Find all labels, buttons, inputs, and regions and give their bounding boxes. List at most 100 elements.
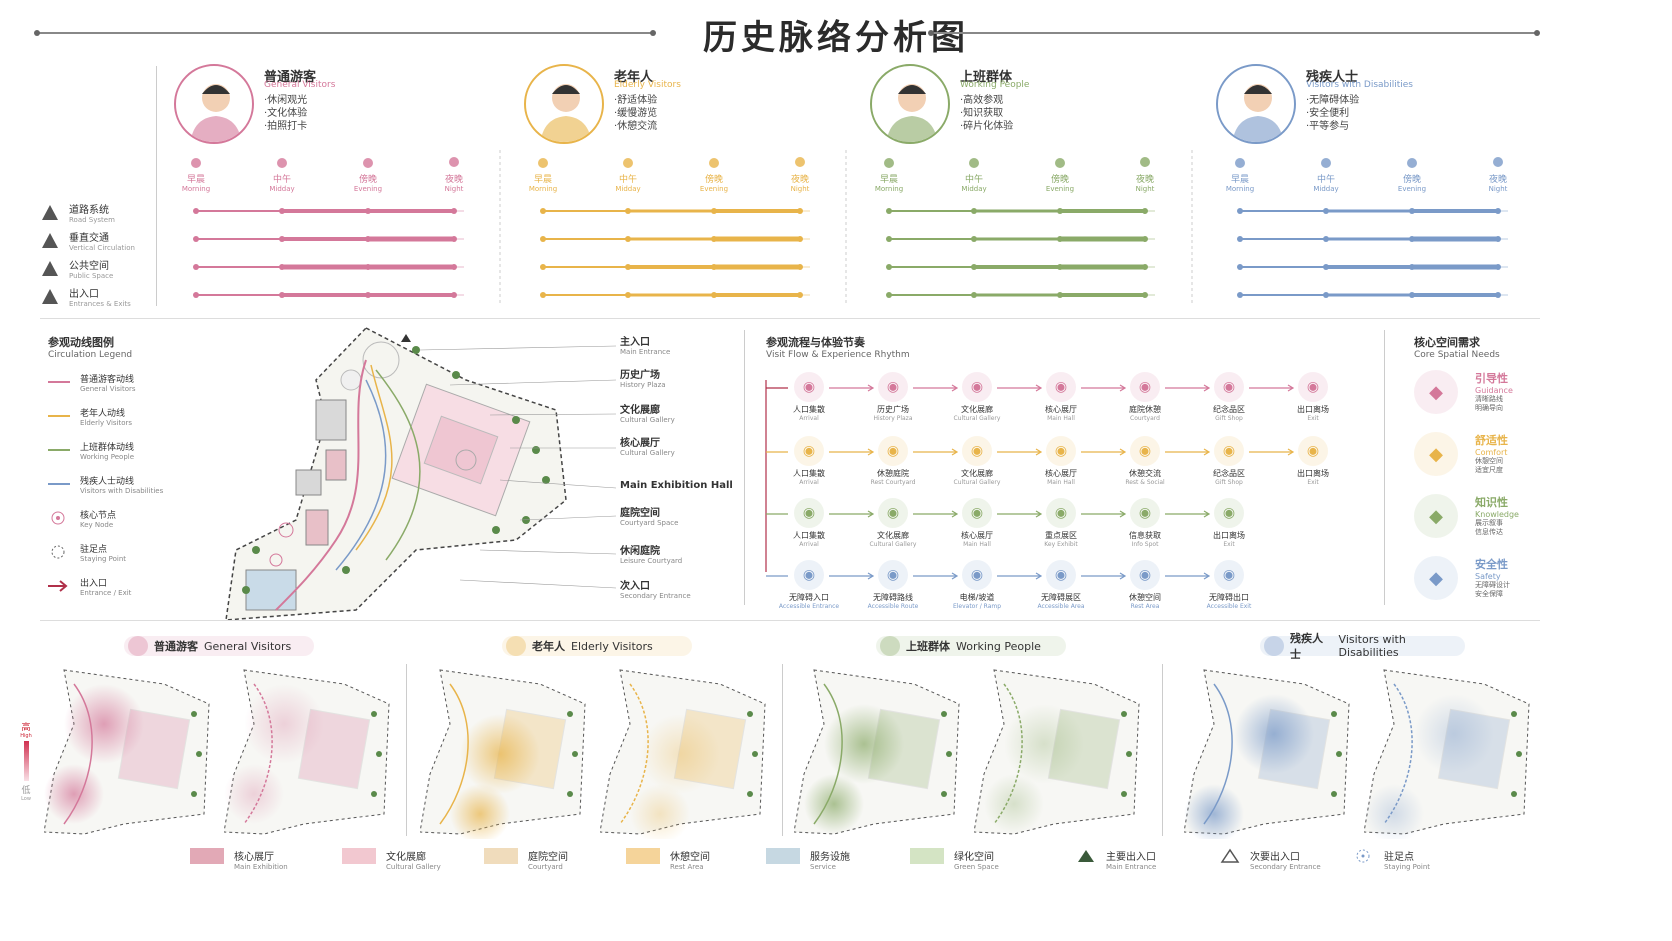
timeline-node-1-2-1 — [625, 264, 631, 270]
flow-arrow-3-0 — [829, 572, 875, 580]
flow-node-cn: 信息获取 — [1129, 531, 1161, 540]
time-en: Evening — [353, 185, 383, 193]
flow-node-cn: 文化展廊 — [961, 405, 993, 414]
flow-node-cn: 纪念品区 — [1213, 405, 1245, 414]
timeline-node-2-2-1 — [971, 264, 977, 270]
map-label-cn: 主入口 — [620, 337, 650, 348]
flow-arrow-2-4 — [1165, 510, 1211, 518]
time-cn: 傍晚 — [1402, 175, 1421, 185]
flow-arrow-2-3 — [1081, 510, 1127, 518]
flow-node-icon: ◉ — [1298, 436, 1328, 466]
flow-node-cn: 核心展厅 — [1045, 405, 1077, 414]
title-rule-left-dot — [34, 30, 40, 36]
timeline-node-3-2-0 — [1237, 264, 1243, 270]
flow-node-icon: ◉ — [1130, 498, 1160, 528]
flow-node-cn: 人口集散 — [793, 469, 825, 478]
heatmap-banner-en: Visitors with Disabilities — [1338, 633, 1406, 659]
need-cn: 引导性 — [1475, 372, 1508, 385]
legend-symbol-6 — [48, 578, 70, 592]
flow-node-icon: ◉ — [878, 436, 908, 466]
persona-need-3-1: ·安全便利 — [1306, 108, 1350, 119]
need-cn: 舒适性 — [1475, 434, 1508, 447]
timeline-node-0-3-3 — [451, 292, 457, 298]
flow-arrow-3-4 — [1165, 572, 1211, 580]
flow-arrow-0-3 — [1081, 384, 1127, 392]
flow-node-cn: 出口离场 — [1297, 405, 1329, 414]
flow-node-en: Gift Shop — [1215, 415, 1243, 422]
timeline-node-3-3-1 — [1323, 292, 1329, 298]
persona-need-2-1: ·知识获取 — [960, 108, 1004, 119]
bottom-legend-symbol-7 — [1220, 848, 1256, 866]
timeline-node-3-0-0 — [1237, 208, 1243, 214]
time-en: Night — [444, 185, 464, 193]
timeline-node-0-1-3 — [451, 236, 457, 242]
time-icon-2 — [1052, 154, 1068, 170]
timeline-node-2-1-0 — [886, 236, 892, 242]
timeline-node-1-2-2 — [711, 264, 717, 270]
heatmap-map-2-0 — [793, 664, 964, 839]
time-icon-0 — [188, 154, 204, 170]
persona-need-0-0: ·休闲观光 — [264, 95, 308, 106]
heatmap-map-1-0 — [419, 664, 590, 844]
need-desc: 适宜尺度 — [1475, 466, 1503, 474]
time-cn: 傍晚 — [358, 175, 377, 185]
heatmap-banner-cn: 残疾人士 — [1290, 632, 1323, 661]
bottom-legend-cn: 庭院空间 — [528, 852, 568, 863]
flow-node-en: Accessible Area — [1037, 603, 1085, 610]
timeline-node-3-1-1 — [1323, 236, 1329, 242]
flow-node-en: Arrival — [799, 479, 819, 486]
time-icon-0 — [881, 154, 897, 170]
flow-arrow-3-2 — [997, 572, 1043, 580]
time-icon-1 — [966, 154, 982, 170]
flow-arrow-3-3 — [1081, 572, 1127, 580]
flow-node-en: Elevator / Ramp — [952, 603, 1002, 610]
map-label-4: Main Exhibition Hall — [620, 480, 733, 491]
heatmap-banner-icon-2 — [880, 636, 900, 656]
time-cn: 早晨 — [533, 175, 552, 185]
row-label-en: Road System — [69, 216, 115, 224]
flow-arrow-1-5 — [1249, 448, 1295, 456]
flow-node-cn: 人口集散 — [793, 531, 825, 540]
need-desc: 无障碍设计 — [1475, 581, 1510, 589]
heatmap-banner-en: Elderly Visitors — [571, 639, 653, 653]
row-label-cn: 道路系统 — [69, 205, 109, 216]
time-icon-3 — [1490, 154, 1506, 170]
need-cn: 安全性 — [1475, 558, 1508, 571]
timeline-node-2-2-0 — [886, 264, 892, 270]
flow-node-en: Courtyard — [1130, 415, 1160, 422]
persona-need-3-0: ·无障碍体验 — [1306, 95, 1360, 106]
map-label-en: Secondary Entrance — [620, 592, 691, 600]
time-icon-0 — [535, 154, 551, 170]
legend-item-cn: 残疾人士动线 — [80, 477, 135, 487]
title-rule-right — [930, 32, 1538, 34]
flow-node-en: Key Exhibit — [1044, 541, 1078, 548]
legend-item-en: Entrance / Exit — [80, 589, 132, 597]
persona-need-1-1: ·缓慢游览 — [614, 108, 658, 119]
persona-need-2-0: ·高效参观 — [960, 95, 1004, 106]
flow-arrow-1-2 — [997, 448, 1043, 456]
need-cn: 知识性 — [1475, 496, 1508, 509]
flow-node-en: Gift Shop — [1215, 479, 1243, 486]
